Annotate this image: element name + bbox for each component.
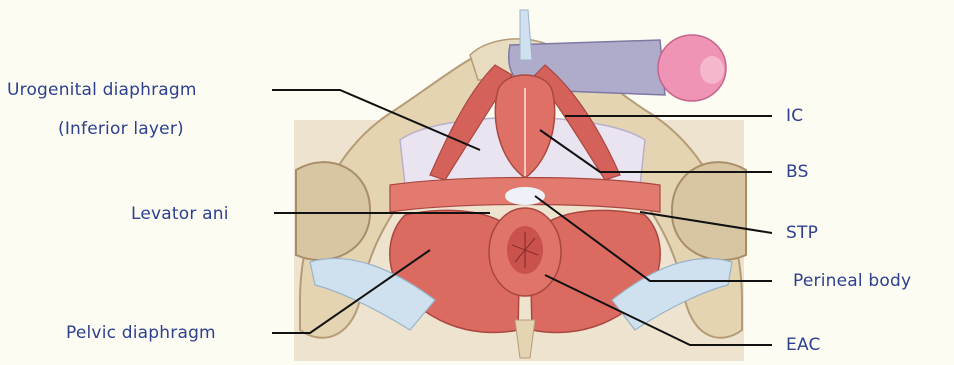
- label-pelvic-diaphragm: Pelvic diaphragm: [66, 322, 216, 344]
- label-urogenital-inferior-layer: (Inferior layer): [58, 118, 184, 140]
- label-eac: EAC: [786, 334, 821, 356]
- label-stp: STP: [786, 222, 818, 244]
- label-ic: IC: [786, 105, 803, 127]
- glans-tip: [700, 56, 724, 84]
- label-perineal-body: Perineal body: [793, 270, 911, 292]
- spermatic-cord: [520, 10, 532, 60]
- perineal-body-node: [505, 187, 545, 205]
- label-urogenital-diaphragm: Urogenital diaphragm: [7, 79, 197, 101]
- label-bs: BS: [786, 161, 809, 183]
- label-levator-ani: Levator ani: [131, 203, 229, 225]
